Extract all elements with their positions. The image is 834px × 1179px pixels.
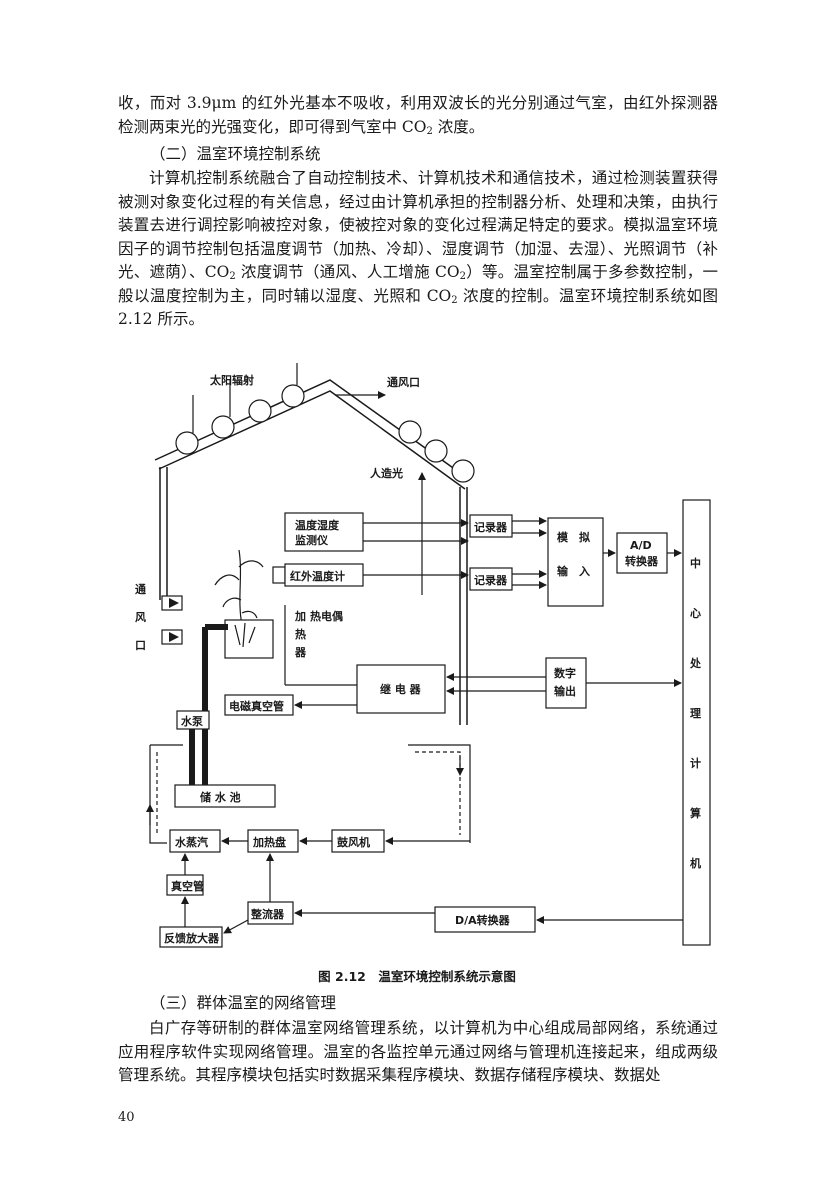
- thermocouple-label: 热电偶: [310, 609, 343, 623]
- roof-light-sensor: [248, 399, 272, 423]
- greenhouse-control-diagram: 太阳辐射 通风口 通 风 口 人造光 温度湿度 监测仪 红外温度计 记录器 记录…: [135, 363, 711, 948]
- cpu-label: 中: [690, 556, 701, 570]
- water-reservoir: [174, 784, 276, 808]
- cpu-label: 计: [690, 756, 701, 770]
- temperature-humidity-monitor: [284, 512, 364, 552]
- analog-input-label: 输 入: [557, 564, 590, 578]
- recorder-1: [469, 514, 513, 538]
- digital-output-label: 数字: [554, 666, 576, 680]
- vent-top-label: 通风口: [387, 375, 420, 389]
- page-number: 40: [118, 1110, 135, 1125]
- heater-label: 加: [294, 609, 306, 623]
- roof-light-sensor: [424, 439, 448, 463]
- roof-light-sensor: [281, 384, 305, 408]
- plant-pot: [224, 619, 274, 659]
- infrared-sensor-head: [272, 566, 286, 584]
- infrared-label: 红外温度计: [290, 569, 345, 583]
- vacuum-tube-label: 真空管: [171, 879, 204, 893]
- cpu-label: 机: [690, 856, 701, 870]
- temp-humidity-label: 温度湿度: [295, 518, 340, 532]
- cpu-label: 理: [690, 707, 701, 720]
- roof-light-sensor: [211, 415, 235, 439]
- roof-light-sensor: [175, 431, 199, 455]
- relay-label: 继 电 器: [380, 682, 422, 696]
- heater-label: 器: [294, 646, 307, 659]
- reservoir-label: 储 水 池: [200, 790, 241, 804]
- water-pump: [176, 710, 210, 730]
- roof-light-sensor: [451, 459, 475, 483]
- steam-unit: [169, 829, 221, 853]
- central-computer: [682, 499, 711, 946]
- plant: [214, 549, 264, 626]
- blower-label: 鼓风机: [337, 835, 370, 849]
- solenoid-label: 电磁真空管: [229, 699, 284, 713]
- side-vent-label-3: 口: [135, 639, 146, 652]
- solenoid-vacuum-tube: [224, 694, 294, 716]
- temp-humidity-label: 监测仪: [295, 533, 329, 547]
- relay: [356, 664, 446, 714]
- ad-converter: [616, 532, 668, 574]
- digital-output-label: 输出: [554, 684, 576, 698]
- artificial-light-label: 人造光: [370, 466, 403, 480]
- steam-label: 水蒸汽: [175, 835, 208, 849]
- heater-label: 热: [295, 627, 306, 641]
- pump-label: 水泵: [181, 714, 203, 728]
- side-vent-label-2: 风: [135, 610, 146, 624]
- recorder-2: [469, 567, 513, 591]
- recorder-2-label: 记录器: [474, 574, 508, 587]
- solar-radiation-label: 太阳辐射: [209, 373, 254, 387]
- cpu-label: 心: [690, 607, 701, 620]
- analog-input: [547, 517, 604, 607]
- greenhouse-roof: 太阳辐射 通风口: [154, 363, 475, 490]
- section-heading-greenhouse-control: （二）温室环境控制系统: [150, 145, 321, 163]
- feedback-amplifier: [159, 926, 223, 948]
- roof-light-sensor: [398, 420, 422, 444]
- side-vent-label-1: 通: [135, 583, 146, 596]
- heating-plate-label: 加热盘: [252, 835, 286, 849]
- recorder-1-label: 记录器: [474, 521, 508, 534]
- ad-converter-label: A/D: [630, 539, 652, 552]
- cpu-label: 处: [689, 656, 702, 670]
- analog-input-label: 模 拟: [557, 530, 590, 544]
- section-heading-network-management: （三）群体温室的网络管理: [150, 994, 337, 1012]
- figure-caption: 图 2.12 温室环境控制系统示意图: [318, 969, 516, 984]
- feedback-amplifier-label: 反馈放大器: [164, 931, 220, 945]
- cpu-label: 算: [689, 806, 701, 820]
- da-converter: [434, 906, 536, 933]
- paragraph-control-system: 计算机控制系统融合了自动控制技术、计算机技术和通信技术，通过检测装置获得被测对象…: [118, 169, 719, 328]
- paragraph-co2-detection: 收，而对 3.9μm 的红外光基本不吸收，利用双波长的光分别通过气室，由红外探测…: [118, 94, 718, 137]
- digital-output: [545, 657, 587, 709]
- rectifier-label: 整流器: [250, 907, 285, 921]
- da-converter-label: D/A转换器: [455, 913, 511, 927]
- paragraph-network-management: 白广存等研制的群体温室网络管理系统，以计算机为中心组成局部网络，系统通过应用程序…: [118, 1019, 718, 1084]
- ad-converter-label: 转换器: [625, 554, 659, 568]
